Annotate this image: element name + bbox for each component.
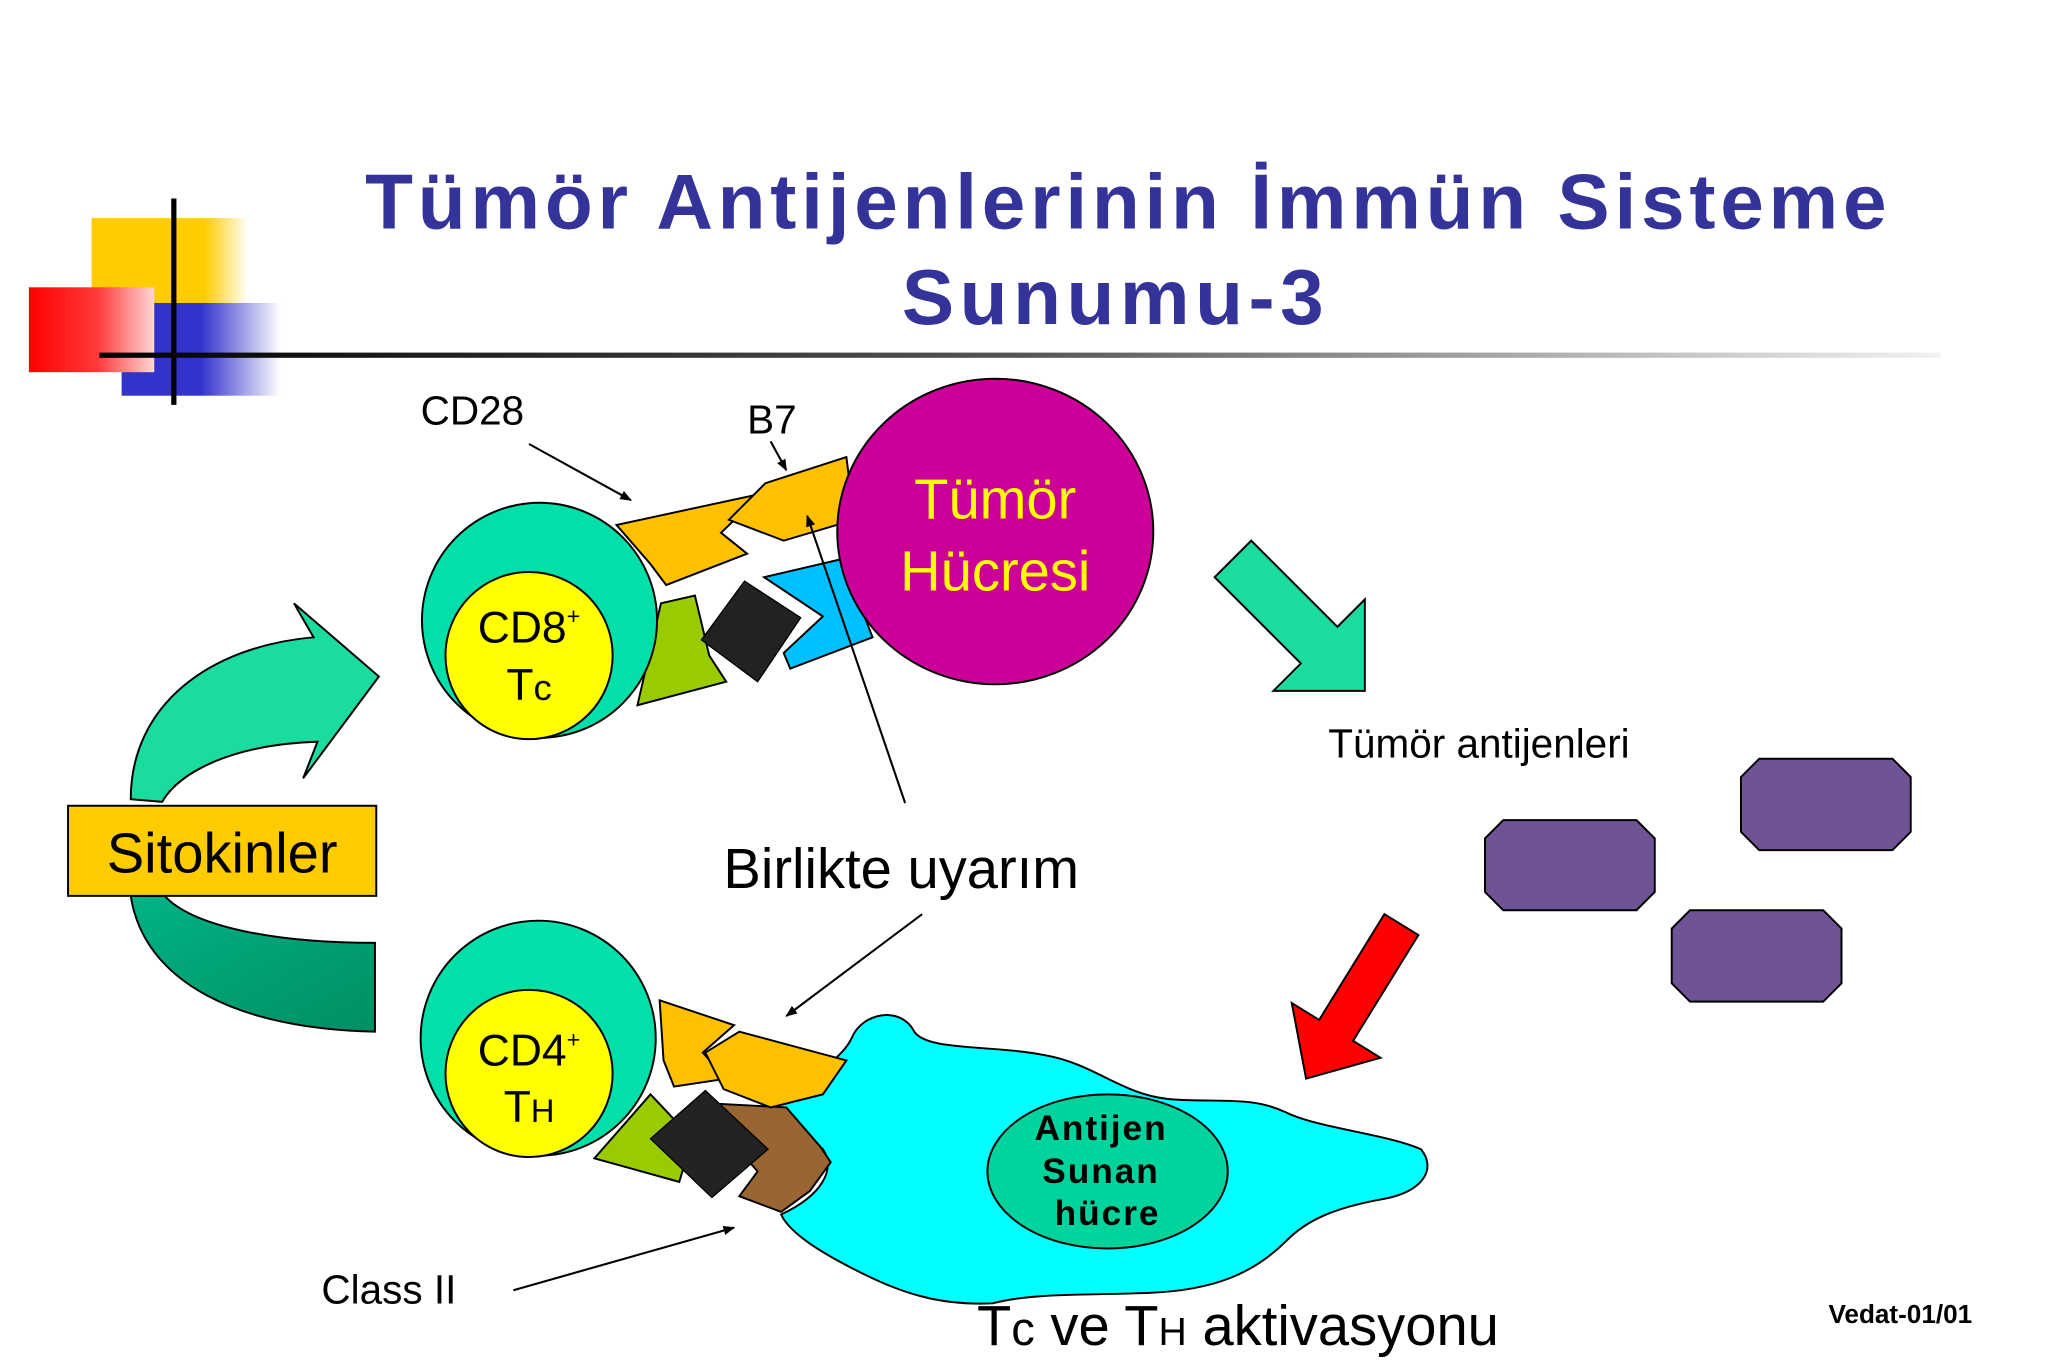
apc-label-3: hücre <box>1055 1194 1161 1233</box>
cd28-pointer <box>528 443 632 502</box>
costimulation-pointer-bottom <box>785 913 923 1017</box>
th-type-label: TH <box>504 1083 555 1132</box>
th-type-sub: H <box>531 1092 555 1129</box>
cytokines-box: Sitokinler <box>67 804 378 897</box>
author-code: Vedat-01/01 <box>1828 1299 1972 1329</box>
apc-label-2: Sunan <box>1042 1152 1160 1191</box>
cd8-marker: CD8 <box>478 604 567 653</box>
tumor-cell-label-2: Hücresi <box>900 539 1090 602</box>
class-ii-pointer <box>513 1225 736 1292</box>
title-line-1: Tümör Antijenlerinin İmmün Sisteme <box>365 158 1886 246</box>
activation-end: aktivasyonu <box>1187 1294 1499 1357</box>
activation-t1-sub: c <box>1011 1302 1035 1355</box>
antigen-peptide-bottom <box>649 1089 770 1199</box>
b7-label: B7 <box>747 397 797 443</box>
title-underline-rule <box>99 352 1941 358</box>
cd8-marker-sup: + <box>567 603 581 629</box>
antigen-peptide-top <box>700 580 802 683</box>
tc-type-main: T <box>506 661 533 710</box>
cd4-th-synapse: CD4+ TH Antijen Sunan hücre <box>419 919 1429 1305</box>
tumor-antigens-label: Tümör antijenleri <box>1328 720 1629 766</box>
activation-caption: Tc ve TH aktivasyonu <box>977 1294 1499 1357</box>
antigen-uptake-arrow <box>1290 912 1420 1080</box>
apc-nucleus <box>986 1093 1229 1250</box>
cytokine-lower-curved-band <box>129 894 376 1033</box>
activation-t2-sub: H <box>1159 1311 1187 1354</box>
tc-type-label: Tc <box>506 661 551 710</box>
tumor-cell <box>836 377 1155 686</box>
b7-ligand-bottom <box>704 1030 848 1109</box>
apc-label-1: Antijen <box>1034 1109 1167 1148</box>
antigen-release-arrow <box>1213 539 1366 692</box>
corner-ornament <box>28 198 1941 405</box>
tumor-antigens <box>1484 757 1912 1003</box>
cytokines-box-bg <box>67 804 378 897</box>
cytokine-upper-curved-arrow <box>129 602 381 803</box>
ornament-red-square <box>28 287 155 373</box>
cytokines-label: Sitokinler <box>107 821 338 884</box>
activation-middle: ve T <box>1035 1294 1159 1357</box>
cd4-marker: CD4 <box>478 1027 567 1076</box>
costimulation-pointer-top <box>806 514 907 804</box>
tumor-antigen-1 <box>1739 757 1912 852</box>
cd8-tc-synapse: CD8+ Tc Tümör Hücresi <box>420 377 1155 741</box>
cd8-marker-label: CD8+ <box>478 603 581 652</box>
title-line-2: Sunumu-3 <box>902 253 1324 341</box>
cd28-label: CD28 <box>421 387 524 433</box>
tc-type-sub: c <box>533 667 551 708</box>
tumor-antigen-2 <box>1484 819 1656 912</box>
cd8-cell-inner <box>444 571 614 741</box>
tumor-cell-label-1: Tümör <box>914 467 1076 530</box>
activation-t1: T <box>977 1294 1011 1357</box>
b7-pointer <box>769 440 788 472</box>
cd4-marker-label: CD4+ <box>478 1026 581 1075</box>
th-type-main: T <box>504 1083 531 1132</box>
class-ii-label: Class II <box>321 1266 456 1312</box>
cd4-cell-inner <box>444 988 614 1159</box>
tumor-antigen-3 <box>1670 909 1843 1003</box>
cd4-marker-sup: + <box>567 1026 581 1052</box>
costimulation-label: Birlikte uyarım <box>723 837 1079 900</box>
